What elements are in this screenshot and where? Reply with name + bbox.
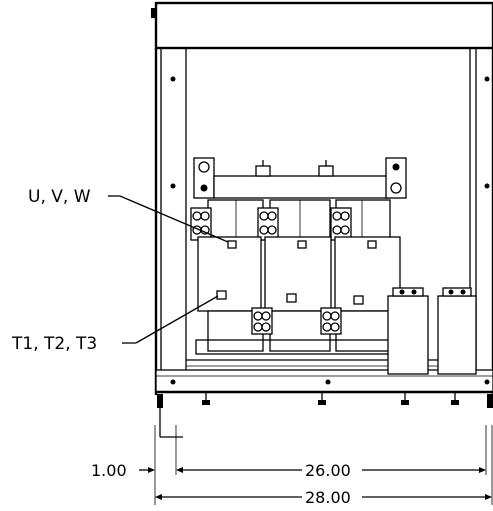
mounting-holes <box>170 76 490 385</box>
top-busbar <box>193 157 407 199</box>
top-cover <box>151 1 493 50</box>
dimension-lines <box>139 425 493 505</box>
callout-leaders <box>108 195 229 344</box>
bottom-terminals <box>251 307 342 335</box>
capacitors <box>387 287 477 375</box>
callout-t123: T1, T2, T3 <box>11 334 97 354</box>
base-bolts <box>157 392 493 438</box>
dimension-overall-width: 28.00 <box>305 488 351 507</box>
dimension-offset: 1.00 <box>91 461 127 480</box>
transformer-bodies <box>197 236 401 312</box>
callout-uvw: U, V, W <box>28 187 91 207</box>
upper-coils <box>207 199 391 241</box>
dimension-inner-width: 26.00 <box>305 461 351 480</box>
lower-coils <box>195 310 407 355</box>
